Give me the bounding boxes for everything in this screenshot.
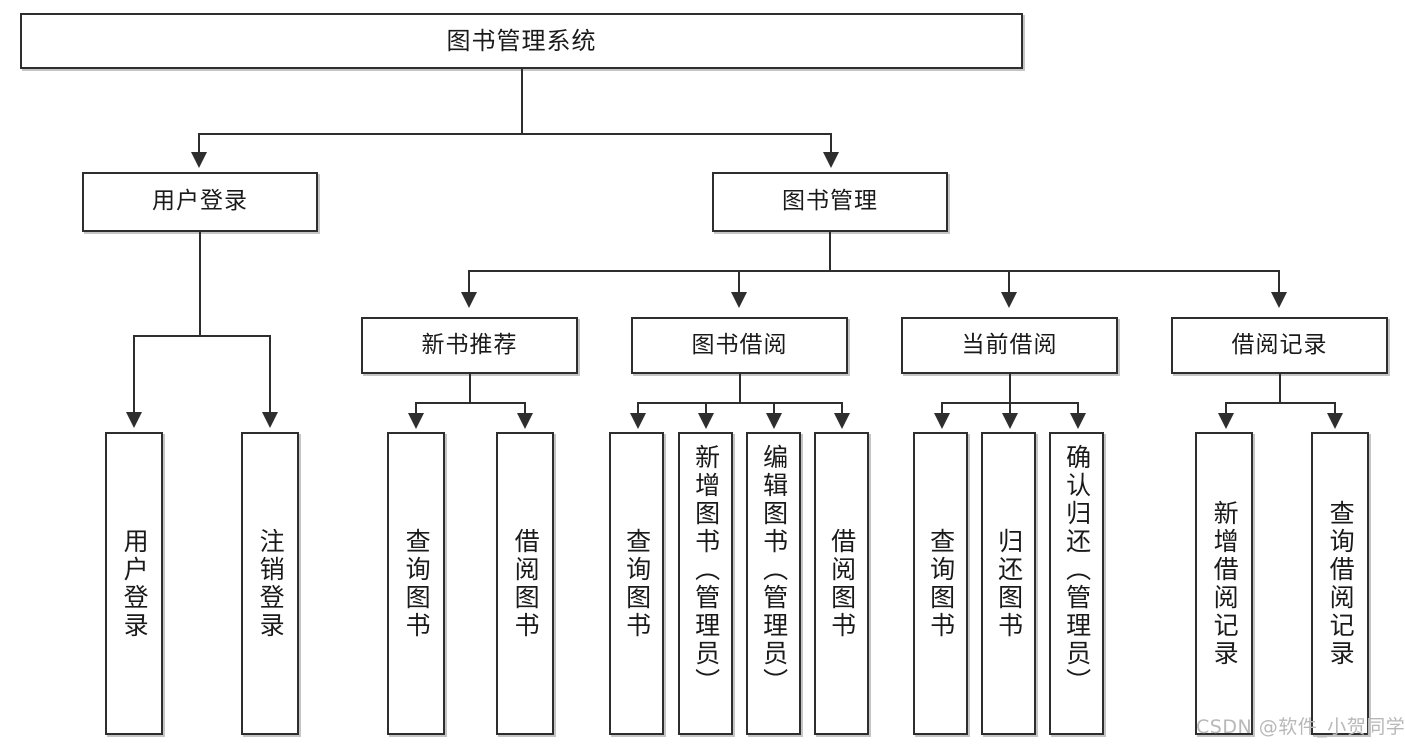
- leaf-borrowrecord-add-record[interactable]: 新增借阅记录: [1195, 432, 1253, 735]
- node-label: 新书推荐: [421, 331, 518, 358]
- connector-bookborrow-to-leaf-3: [773, 402, 775, 416]
- node-label: 编辑图书（管理员）: [759, 444, 789, 696]
- connector-root-to-user: [198, 133, 200, 156]
- arrowhead-user-to-leaf-2: [262, 412, 278, 428]
- node-book-management[interactable]: 图书管理: [712, 172, 948, 232]
- connector-bookborrow-to-leaf-1: [637, 402, 639, 416]
- node-label: 查询图书: [622, 527, 652, 640]
- arrowhead-book-to-c1: [461, 292, 477, 308]
- node-borrow-record[interactable]: 借阅记录: [1171, 317, 1388, 374]
- connector-borrowrecord-bus: [1225, 402, 1335, 404]
- node-label: 图书管理: [782, 188, 878, 215]
- arrowhead-newbook-to-leaf-2: [517, 413, 533, 429]
- node-label: 归还图书: [994, 527, 1024, 640]
- connector-book-to-c3: [1008, 270, 1010, 295]
- connector-currentborrow-to-leaf-3: [1077, 402, 1079, 416]
- leaf-currentborrow-confirm-return-admin[interactable]: 确认归还（管理员）: [1049, 432, 1104, 735]
- arrowhead-newbook-to-leaf-1: [408, 413, 424, 429]
- node-label: 查询图书: [402, 527, 432, 640]
- connector-bookborrow-to-leaf-2: [705, 402, 707, 416]
- leaf-bookborrow-add-book-admin[interactable]: 新增图书（管理员）: [678, 432, 733, 735]
- connector-book-to-c4: [1278, 270, 1280, 295]
- node-root-system[interactable]: 图书管理系统: [20, 13, 1023, 69]
- arrowhead-book-to-c2: [731, 292, 747, 308]
- node-label: 新增图书（管理员）: [691, 444, 721, 696]
- arrowhead-bookborrow-to-leaf-3: [766, 413, 782, 429]
- connector-book-bus: [468, 270, 1280, 272]
- arrowhead-book-to-c4: [1271, 292, 1287, 308]
- connector-book-trunk: [829, 232, 831, 272]
- connector-newbook-to-leaf-2: [524, 402, 526, 416]
- arrowhead-currentborrow-to-leaf-1: [934, 413, 950, 429]
- connector-user-to-leaf-2: [269, 335, 271, 415]
- leaf-user-logout[interactable]: 注销登录: [241, 432, 299, 735]
- leaf-newbook-query-books[interactable]: 查询图书: [387, 432, 445, 735]
- leaf-bookborrow-borrow-books[interactable]: 借阅图书: [814, 432, 869, 735]
- connector-root-trunk: [521, 69, 523, 134]
- connector-bookborrow-trunk: [739, 374, 741, 404]
- arrowhead-root-to-user: [191, 152, 207, 168]
- node-label: 查询图书: [926, 527, 956, 640]
- connector-book-to-c1: [468, 270, 470, 295]
- connector-newbook-to-leaf-1: [415, 402, 417, 416]
- arrowhead-currentborrow-to-leaf-2: [1002, 413, 1018, 429]
- leaf-bookborrow-edit-book-admin[interactable]: 编辑图书（管理员）: [746, 432, 801, 735]
- connector-bookborrow-to-leaf-4: [841, 402, 843, 416]
- leaf-borrowrecord-query-record[interactable]: 查询借阅记录: [1311, 432, 1369, 735]
- leaf-newbook-borrow-books[interactable]: 借阅图书: [496, 432, 554, 735]
- connector-newbook-bus: [415, 402, 525, 404]
- node-label: 查询借阅记录: [1326, 499, 1356, 668]
- csdn-watermark: CSDN @软件_小贺同学: [1196, 716, 1405, 738]
- connector-bookborrow-bus: [637, 402, 842, 404]
- node-label: 新增借阅记录: [1210, 499, 1240, 668]
- arrowhead-bookborrow-to-leaf-2: [698, 413, 714, 429]
- node-book-borrow[interactable]: 图书借阅: [631, 317, 848, 374]
- arrowhead-borrowrecord-to-leaf-1: [1218, 413, 1234, 429]
- node-current-borrow[interactable]: 当前借阅: [901, 317, 1118, 374]
- connector-borrowrecord-trunk: [1279, 374, 1281, 404]
- node-label: 注销登录: [256, 527, 286, 640]
- node-label: 图书管理系统: [446, 26, 597, 55]
- connector-user-bus: [133, 335, 270, 337]
- leaf-currentborrow-query-books[interactable]: 查询图书: [913, 432, 968, 735]
- connector-currentborrow-to-leaf-2: [1009, 402, 1011, 416]
- node-label: 借阅记录: [1231, 331, 1328, 358]
- connector-newbook-trunk: [469, 374, 471, 404]
- arrowhead-root-to-book: [823, 152, 839, 168]
- node-label: 当前借阅: [961, 331, 1058, 358]
- node-label: 借阅图书: [511, 527, 541, 640]
- connector-user-trunk: [199, 232, 201, 337]
- arrowhead-bookborrow-to-leaf-1: [630, 413, 646, 429]
- connector-user-to-leaf-1: [133, 335, 135, 415]
- leaf-currentborrow-return-books[interactable]: 归还图书: [981, 432, 1036, 735]
- node-user-login[interactable]: 用户登录: [82, 172, 318, 232]
- node-label: 用户登录: [152, 188, 248, 215]
- arrowhead-bookborrow-to-leaf-4: [834, 413, 850, 429]
- node-label: 图书借阅: [691, 331, 788, 358]
- connector-book-to-c2: [738, 270, 740, 295]
- node-new-book-recommend[interactable]: 新书推荐: [361, 317, 578, 374]
- connector-borrowrecord-to-leaf-1: [1225, 402, 1227, 416]
- node-label: 用户登录: [120, 527, 150, 640]
- connector-root-to-book: [830, 133, 832, 156]
- connector-borrowrecord-to-leaf-2: [1334, 402, 1336, 416]
- arrowhead-user-to-leaf-1: [126, 412, 142, 428]
- arrowhead-book-to-c3: [1001, 292, 1017, 308]
- connector-currentborrow-to-leaf-1: [941, 402, 943, 416]
- node-label: 借阅图书: [827, 527, 857, 640]
- leaf-bookborrow-query-books[interactable]: 查询图书: [609, 432, 664, 735]
- connector-root-bus: [198, 133, 832, 135]
- arrowhead-currentborrow-to-leaf-3: [1070, 413, 1086, 429]
- arrowhead-borrowrecord-to-leaf-2: [1327, 413, 1343, 429]
- connector-currentborrow-trunk: [1009, 374, 1011, 404]
- leaf-user-login[interactable]: 用户登录: [105, 432, 163, 735]
- node-label: 确认归还（管理员）: [1062, 444, 1092, 696]
